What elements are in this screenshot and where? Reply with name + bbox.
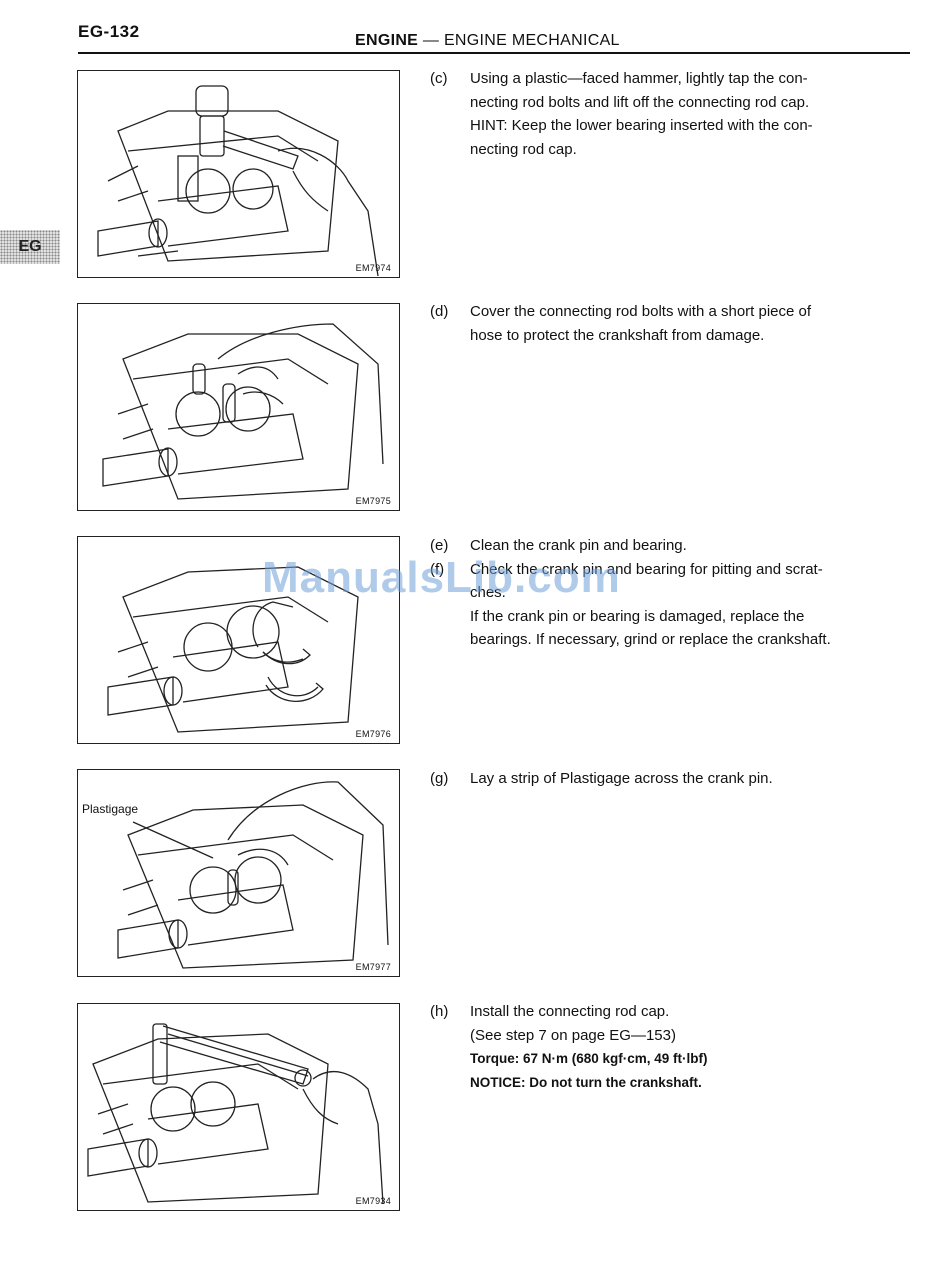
step-c-line-4: necting rod cap.: [470, 140, 577, 158]
step-f-marker: (f): [430, 560, 445, 578]
bolt-hose-illustration: [102, 323, 384, 500]
step-f-line-1: Check the crank pin and bearing for pitt…: [470, 560, 823, 578]
figure-code: EM7976: [355, 729, 391, 739]
side-tab-eg: EG: [0, 230, 60, 264]
step-d-line-1: Cover the connecting rod bolts with a sh…: [470, 303, 812, 320]
figure-code: EM7934: [355, 1196, 391, 1206]
step-c-line-1: Using a plastic—faced hammer, lightly ta…: [470, 70, 808, 87]
step-h-marker: (h): [430, 1003, 449, 1020]
figure-code: EM7975: [355, 496, 391, 506]
hammer-illustration: [97, 85, 379, 276]
figure-bearing-check: EM7976: [77, 536, 400, 744]
step-e-marker: (e): [430, 537, 449, 554]
step-f-line-4: bearings. If necessary, grind or replace…: [470, 631, 831, 648]
figure-bolt-hose: EM7975: [77, 303, 400, 511]
step-g: (g) Lay a strip of Plastigage across the …: [430, 767, 910, 791]
step-h-line-2: (See step 7 on page EG—153): [470, 1026, 676, 1044]
step-h-notice: NOTICE: Do not turn the crankshaft.: [470, 1074, 702, 1090]
section-title-bold: ENGINE: [355, 32, 419, 49]
step-h-line-1: Install the connecting rod cap.: [470, 1003, 670, 1020]
step-e-f: (e) Clean the crank pin and bearing. (f) C…: [430, 534, 910, 652]
step-c-marker: (c): [430, 70, 448, 87]
step-d-marker: (d): [430, 303, 449, 320]
torque-wrench-illustration: [87, 1023, 384, 1205]
step-c: (c) Using a plastic—faced hammer, lightly…: [430, 67, 910, 161]
step-e-line: Clean the crank pin and bearing.: [470, 537, 687, 554]
section-title-rest: — ENGINE MECHANICAL: [418, 32, 620, 49]
figure-plastigage: Plastigage EM7977: [77, 769, 400, 977]
step-h-torque: Torque: 67 N·m (680 kgf·cm, 49 ft·lbf): [470, 1051, 708, 1066]
figure-code: EM7977: [355, 962, 391, 972]
step-d-line-2: hose to protect the crankshaft from dama…: [470, 326, 765, 344]
figure-hammer-tap: EM7974: [77, 70, 400, 278]
step-c-line-2: necting rod bolts and lift off the conne…: [470, 93, 810, 111]
step-d: (d) Cover the connecting rod bolts with a…: [430, 300, 910, 347]
figure-torque-wrench: EM7934: [77, 1003, 400, 1211]
step-c-hint: HINT: Keep the lower bearing inserted wi…: [470, 117, 813, 134]
figure-code: EM7974: [355, 263, 391, 273]
plastigage-callout: Plastigage: [82, 802, 139, 816]
step-h: (h) Install the connecting rod cap. (See …: [430, 1000, 910, 1094]
section-title: ENGINE — ENGINE MECHANICAL: [355, 32, 620, 50]
step-g-line: Lay a strip of Plastigage across the cra…: [470, 770, 773, 787]
bearing-illustration: [107, 566, 359, 733]
header-rule: [78, 52, 910, 54]
step-g-marker: (g): [430, 770, 449, 787]
step-f-line-3: If the crank pin or bearing is damaged, …: [470, 607, 805, 625]
plastigage-illustration: [117, 781, 389, 969]
step-f-line-2: ches.: [470, 584, 506, 601]
page-number: EG-132: [78, 22, 140, 41]
